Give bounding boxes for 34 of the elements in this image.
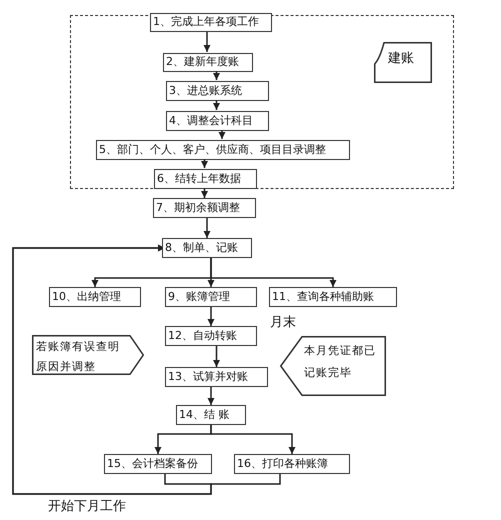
arrow	[213, 100, 220, 110]
process-box: 8、制单、记账	[162, 238, 252, 258]
callout-box: 若账簿有误查明原因并调整	[32, 335, 144, 375]
process-box: 2、建新年度账	[163, 53, 253, 72]
arrow	[208, 307, 214, 326]
arrow	[210, 258, 336, 287]
arrow	[204, 218, 210, 238]
process-box: 11、查询各种辅助账	[269, 287, 397, 307]
process-box: 10、出纳管理	[49, 287, 141, 307]
process-box: 7、期初余额调整	[153, 198, 256, 218]
arrow	[210, 425, 296, 454]
process-box: 16、打印各种账簿	[234, 454, 350, 474]
note-box: 建账	[374, 42, 432, 83]
process-box: 13、试算并对账	[165, 367, 268, 387]
callout-box: 本月凭证都已记账完毕	[280, 336, 386, 396]
process-box: 4、调整会计科目	[166, 111, 269, 131]
note-text: 开始下月工作	[48, 498, 126, 515]
process-box: 15、会计档案备份	[104, 454, 212, 474]
process-box: 6、结转上年数据	[154, 169, 257, 189]
arrow	[213, 71, 220, 80]
process-box: 9、账簿管理	[165, 287, 257, 307]
process-box: 1、完成上年各项工作	[150, 13, 272, 32]
process-box: 5、部门、个人、客户、供应商、项目目录调整	[96, 140, 350, 160]
arrow	[218, 130, 226, 139]
process-box: 14、结 账	[176, 405, 246, 425]
note-text: 月末	[270, 314, 296, 331]
arrow	[201, 159, 208, 168]
arrow	[204, 32, 210, 52]
arrow	[213, 346, 220, 367]
arrow	[12, 244, 281, 495]
arrow	[208, 387, 214, 405]
process-box: 3、进总账系统	[166, 81, 269, 101]
arrow	[201, 188, 208, 198]
process-box: 12、自动转账	[165, 326, 257, 346]
